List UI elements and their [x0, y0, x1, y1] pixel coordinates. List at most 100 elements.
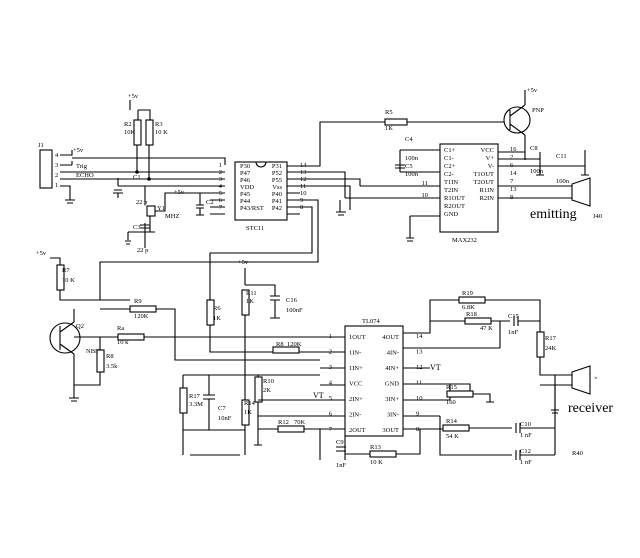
c2-label: C2 [206, 199, 214, 206]
resistor-r12 [277, 425, 305, 433]
max-right-pin-0: 16 [510, 146, 517, 153]
receiver-pin: × [594, 375, 598, 382]
tl-right-label-3: GND [385, 381, 399, 388]
npn-transistor-q2 [49, 309, 81, 370]
r2-value: 10K [124, 129, 136, 136]
resistor-r15 [446, 390, 474, 398]
max-left-label-1: C1- [444, 155, 454, 162]
stc-left-label-6: P43/RST [240, 205, 264, 212]
resistor-r9 [129, 305, 157, 313]
c5-label: C5 [405, 163, 413, 170]
stc-left-pin-2: 3 [219, 176, 222, 183]
stc-right-label-3: Vss [272, 184, 282, 191]
stc-left-pin-0: 1 [219, 162, 222, 169]
tl-right-pin-4: 10 [416, 395, 423, 402]
c15-label: C15 [508, 313, 519, 320]
nbn-label: NBN [86, 348, 100, 355]
receiver-label: receiver [568, 401, 613, 416]
r10-value: 2K [263, 387, 271, 394]
c1-label: C1 [133, 174, 141, 181]
stc-left-pin-6: 7 [219, 204, 223, 211]
tl-name: TL074 [362, 318, 380, 325]
r17-label: R17 [189, 393, 201, 400]
c9-value: 1nF [336, 462, 347, 469]
r12-value: 70K [294, 419, 306, 426]
max-left-label-8: GND [444, 211, 458, 218]
tl-right-label-4: 3IN+ [385, 396, 399, 403]
tl-left-label-5: 2IN- [349, 412, 361, 419]
tl-left-label-4: 2IN+ [349, 396, 363, 403]
c1-value: 22 p [136, 199, 147, 206]
c11-label: C11 [556, 153, 567, 160]
c4-value: 100n [405, 155, 419, 162]
r14b-label: R14 [446, 418, 458, 425]
pnp-transistor [503, 90, 531, 160]
r17-value: 3.3M [189, 401, 203, 408]
max-right-label-1: V+ [486, 155, 495, 162]
transmitter-transducer-icon [571, 177, 591, 207]
r15-value: 160 [446, 399, 456, 406]
r10-label: R10 [263, 378, 274, 385]
stc-left-label-3: VDD [240, 184, 254, 191]
c8-value: 100n [530, 168, 544, 175]
resistor-r14b [442, 424, 470, 432]
resistor-r8b [272, 346, 300, 354]
max-right-label-0: VCC [481, 147, 494, 154]
resistor-r19 [458, 296, 486, 304]
max232-chip: MAX232 C1+C1-C2+C2-T1INT2INR1OUTR2OUTGND… [422, 143, 517, 244]
j1-label: J1 [38, 142, 44, 149]
resistor-r13 [369, 450, 397, 458]
c7-label: C7 [218, 405, 226, 412]
r14-value: 1K [244, 409, 252, 416]
j1-pin4: 4 [55, 152, 59, 159]
r7-label: R7 [62, 267, 70, 274]
resistor-r17b [536, 331, 545, 358]
crystal-y1 [146, 205, 156, 217]
receiver-transducer-icon [571, 365, 591, 395]
tl-left-pin-4: 5 [329, 395, 332, 402]
resistor-r3 [145, 119, 154, 146]
r15-label: R15 [446, 384, 457, 391]
r6-label: R6 [213, 305, 221, 312]
r14b-value: 54 K [446, 433, 459, 440]
stc-left-pin-4: 5 [219, 190, 222, 197]
tl-right-label-2: 4IN+ [385, 365, 399, 372]
tl-right-label-6: 3OUT [382, 427, 399, 434]
stc-right-label-1: P52 [272, 170, 282, 177]
max-right-label-6: R2IN [480, 195, 495, 202]
stc-left-label-1: P47 [240, 170, 251, 177]
max-left-label-6: R1OUT [444, 195, 465, 202]
stc-vcc-label: +5v [174, 189, 185, 196]
resistor-r10 [254, 376, 263, 403]
tl-left-label-6: 2OUT [349, 427, 366, 434]
r17b-label: R17 [545, 335, 557, 342]
c4-label: C4 [405, 136, 413, 143]
pnp-label: PNP [532, 107, 544, 114]
max-left-label-0: C1+ [444, 147, 456, 154]
tl-right-pin-3: 11 [416, 380, 422, 387]
stc-left-pin-1: 2 [219, 169, 222, 176]
resistor-r17 [179, 387, 188, 414]
tl-right-pin-1: 13 [416, 349, 423, 356]
r19-label: R19 [462, 290, 473, 297]
c5-value: 100n [405, 171, 419, 178]
resistor-r18 [464, 317, 492, 325]
max-right-label-4: T2OUT [473, 179, 494, 186]
emitting-label: emitting [530, 207, 577, 222]
ra-value: 10 k [117, 339, 129, 346]
r8-label: R8 [106, 353, 114, 360]
r5-label: R5 [385, 109, 393, 116]
j1-pin3: 3 [55, 162, 58, 169]
max-left-label-7: R2OUT [444, 203, 465, 210]
max-name: MAX232 [452, 237, 477, 244]
ra-label: Ra [117, 325, 124, 332]
tl-right-pin-0: 14 [416, 333, 423, 340]
tl-left-label-3: VCC [349, 381, 362, 388]
tl-right-pin-5: 9 [416, 411, 419, 418]
trig-label: Trig [76, 163, 88, 170]
r2-label: R2 [124, 121, 132, 128]
c7-value: 10nF [218, 415, 232, 422]
tl074-chip: TL074 1OUT11IN-21IN+3VCC42IN+52IN-62OUT7… [329, 318, 423, 437]
j0-label: J40 [593, 213, 602, 220]
echo-label: ECHO [76, 172, 94, 179]
